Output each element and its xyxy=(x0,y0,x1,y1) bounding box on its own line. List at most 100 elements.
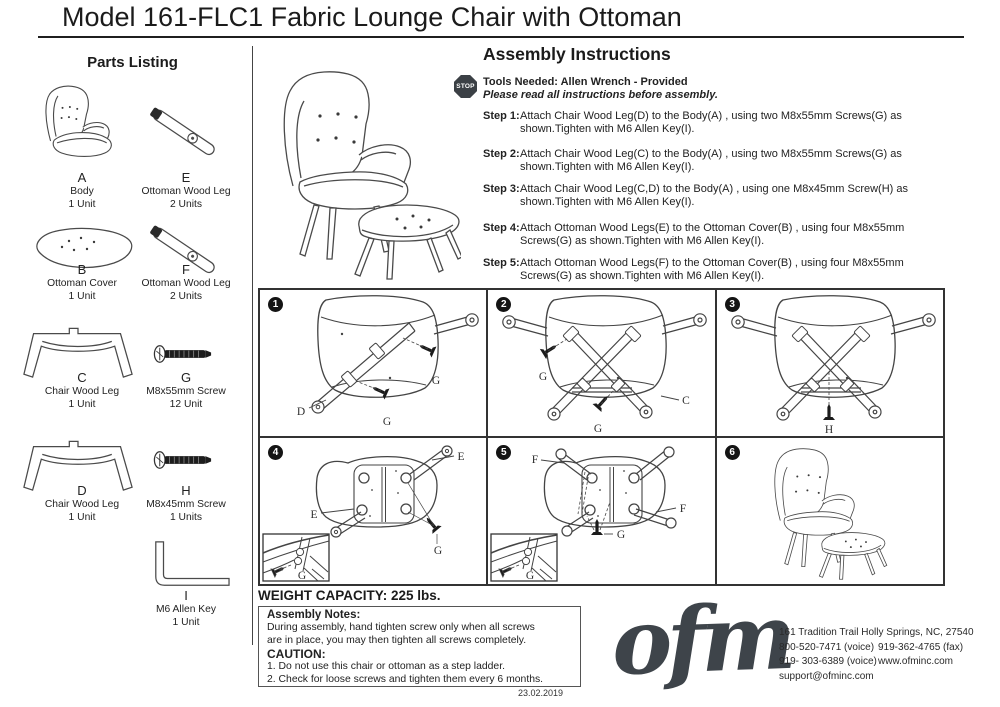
panel-part-label: G xyxy=(617,529,625,541)
contact-fax: 919-362-4765 (fax) xyxy=(878,641,964,653)
step-3: Step 3:Attach Chair Wood Leg(C,D) to the… xyxy=(483,183,953,208)
part-letter: E xyxy=(181,170,191,185)
panel-part-label: G xyxy=(526,570,534,582)
diagram-panel-3: H 3 xyxy=(715,289,944,437)
part-name: M6 Allen Key xyxy=(155,603,217,615)
panel-part-label: G xyxy=(383,416,391,428)
panel-number-badge: 6 xyxy=(724,445,740,460)
part-count: 1 Unit xyxy=(172,617,200,628)
chair-ottoman-illustration xyxy=(283,71,461,280)
tools-needed-text: Tools Needed: Allen Wrench - Provided xyxy=(483,76,688,88)
column-divider xyxy=(252,46,254,645)
panel-part-label: E xyxy=(457,451,464,463)
document-date: 23.02.2019 xyxy=(517,688,563,698)
diagram-panel-6: 6 xyxy=(715,437,944,585)
panel-3-diagram: H xyxy=(730,295,936,436)
part-count: 1 Unit xyxy=(68,512,96,523)
part-name: Ottoman Wood Leg xyxy=(141,277,231,289)
contact-website: www.ofminc.com xyxy=(878,656,954,667)
panel-number-badge: 4 xyxy=(268,445,283,460)
panel-part-label: G xyxy=(298,570,306,582)
diagram-panel-1: D G G 1 xyxy=(259,289,488,437)
panel-part-label: C xyxy=(682,395,690,407)
step-text: Attach Chair Wood Leg(C,D) to the Body(A… xyxy=(520,183,909,208)
panel-part-label: E xyxy=(310,509,317,521)
part-name: Body xyxy=(70,185,94,197)
panel-part-label: G xyxy=(432,375,440,387)
panel-number-badge: 1 xyxy=(268,297,283,312)
contact-email: support@ofminc.com xyxy=(779,670,874,682)
part-count: 1 Unit xyxy=(68,291,96,302)
part-count: 1 Unit xyxy=(68,399,96,410)
caution-line: 1. Do not use this chair or ottoman as a… xyxy=(267,661,505,673)
contact-address: 161 Tradition Trail Holly Springs, NC, 2… xyxy=(779,627,974,638)
caution-line: 2. Check for loose screws and tighten th… xyxy=(267,673,544,685)
part-name: Chair Wood Leg xyxy=(44,385,120,397)
assembly-notes-box: Assembly Notes: During assembly, hand ti… xyxy=(258,606,581,687)
panel-number-badge: 5 xyxy=(496,445,512,460)
parts-listing-heading: Parts Listing xyxy=(87,54,178,71)
part-letter: A xyxy=(77,170,87,185)
step-5: Step 5:Attach Ottoman Wood Legs(F) to th… xyxy=(483,257,953,282)
contact-info: 161 Tradition Trail Holly Springs, NC, 2… xyxy=(779,626,974,684)
panel-6-diagram xyxy=(774,448,887,580)
panel-part-label: D xyxy=(297,406,305,418)
part-letter: D xyxy=(77,483,87,498)
step-label: Step 1: xyxy=(483,110,520,122)
panel-number-badge: 2 xyxy=(496,297,512,312)
part-letter: I xyxy=(184,588,188,603)
part-name: Ottoman Cover xyxy=(47,277,117,289)
part-letter: G xyxy=(180,370,192,385)
panel-part-label: F xyxy=(532,454,538,466)
step-text: Attach Ottoman Wood Legs(E) to the Ottom… xyxy=(520,222,905,247)
panel-number-badge: 3 xyxy=(724,297,740,312)
part-label-c: C Chair Wood Leg 1 Unit xyxy=(27,371,137,412)
part-label-a: A Body 1 Unit xyxy=(27,171,137,212)
step-label: Step 2: xyxy=(483,148,520,160)
panel-5-diagram: F F G G xyxy=(488,446,687,582)
part-label-b: B Ottoman Cover 1 Unit xyxy=(27,263,137,304)
ofm-logo: ofm xyxy=(610,583,793,697)
panel-part-label: G xyxy=(434,545,442,557)
panel-part-label: F xyxy=(680,503,686,515)
panel-2-diagram: G G C xyxy=(502,295,708,435)
read-notice-text: Please read all instructions before asse… xyxy=(483,89,718,101)
part-count: 2 Units xyxy=(169,291,203,302)
panel-1-diagram: D G G xyxy=(297,295,479,428)
part-label-d: D Chair Wood Leg 1 Unit xyxy=(27,484,137,525)
title-divider xyxy=(38,36,964,38)
weight-capacity-text: WEIGHT CAPACITY: 225 lbs. xyxy=(258,588,441,603)
part-screw-icon xyxy=(153,345,212,363)
part-count: 12 Unit xyxy=(169,399,203,410)
part-screw-icon xyxy=(153,451,212,469)
panel-part-label: H xyxy=(825,424,833,436)
step-text: Attach Chair Wood Leg(D) to the Body(A) … xyxy=(520,110,902,135)
page-title: Model 161-FLC1 Fabric Lounge Chair with … xyxy=(62,2,682,32)
part-name: Ottoman Wood Leg xyxy=(141,185,231,197)
step-text: Attach Chair Wood Leg(C) to the Body(A) … xyxy=(520,148,902,173)
step-label: Step 5: xyxy=(483,257,520,269)
part-letter: F xyxy=(182,262,190,277)
part-letter: B xyxy=(77,262,87,277)
panel-4-diagram: E E G G xyxy=(260,445,465,582)
step-label: Step 3: xyxy=(483,183,520,195)
step-label: Step 4: xyxy=(483,222,520,234)
contact-phone: 800-520-7471 (voice) xyxy=(779,641,875,653)
panel-part-label: G xyxy=(594,423,602,435)
part-letter: H xyxy=(181,483,191,498)
caution-heading: CAUTION: xyxy=(267,646,326,661)
diagram-panel-2: G G C 2 xyxy=(487,289,716,437)
contact-phone: 919- 303-6389 (voice) xyxy=(779,656,877,667)
step-4: Step 4:Attach Ottoman Wood Legs(E) to th… xyxy=(483,222,953,247)
part-label-h: H M8x45mm Screw 1 Units xyxy=(131,484,241,525)
assembly-notes-line: are in place, you may then tighten all s… xyxy=(267,634,527,646)
diagram-panel-4: E E G G 4 xyxy=(259,437,488,585)
part-label-f: F Ottoman Wood Leg 2 Units xyxy=(131,263,241,304)
part-label-g: G M8x55mm Screw 12 Unit xyxy=(131,371,241,412)
assembly-heading: Assembly Instructions xyxy=(483,44,671,64)
assembly-notes-line: During assembly, hand tighten screw only… xyxy=(267,622,535,633)
diagram-panel-5: F F G G 5 xyxy=(487,437,716,585)
part-body-icon xyxy=(45,85,112,158)
part-wood-leg-icon xyxy=(148,105,217,158)
part-allen-key-icon xyxy=(155,541,230,586)
